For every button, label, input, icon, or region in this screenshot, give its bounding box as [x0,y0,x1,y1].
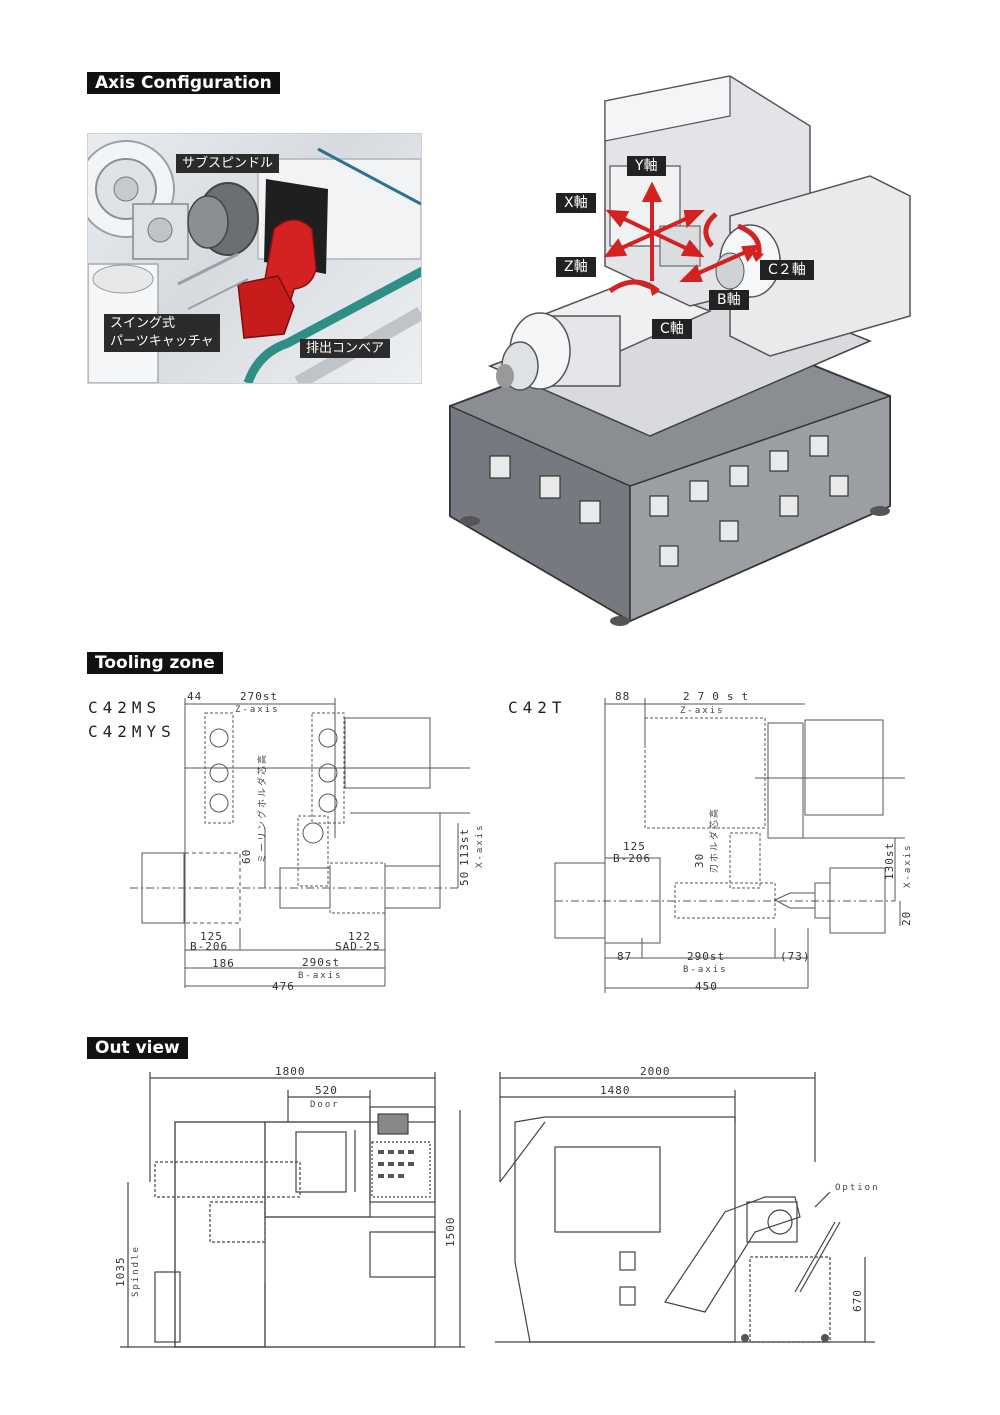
label-chip-conveyor: 排出コンベア [300,339,391,358]
dim-270st-right: 270st [683,690,756,703]
dim-60: 60 [240,849,253,864]
dim-50: 50 [458,871,471,886]
dim-450: 450 [695,980,718,993]
label-swing-parts-catcher-line1: スイング式 [110,316,176,331]
dim-670: 670 [851,1289,864,1312]
label-z-axis-left: Z-axis [235,705,280,715]
label-b-axis: B軸 [709,290,749,310]
label-sad25: SAD-25 [335,940,381,953]
dim-125-left: 125 [200,930,223,943]
model-c42ms: C42MS [88,698,162,717]
label-x-axis-right: X-axis [903,843,913,888]
dim-125-right: 125 [623,840,646,853]
model-c42mys: C42MYS [88,722,176,741]
dim-2000: 2000 [640,1065,671,1078]
label-y-axis: Y軸 [627,156,666,176]
dim-88: 88 [615,690,630,703]
label-x-axis-left: X-axis [475,823,485,868]
dim-290st-right: 290st [687,950,725,963]
label-b206-right: B-206 [613,852,651,865]
label-c2-axis: C２軸 [760,260,814,280]
out-view-side-drawing: 2000 1480 Option 670 [495,1065,880,1343]
label-option: Option [835,1183,880,1193]
sub-spindle-photo: サブスピンドル スイング式 パーツキャッチャ 排出コンベア [87,133,422,384]
label-z-axis: Z軸 [556,257,596,277]
dim-1800: 1800 [275,1065,306,1078]
dim-130st: 130st [883,842,896,880]
label-milling-holder-height: ミーリングホルダ芯高 [256,753,268,863]
label-swing-parts-catcher-line2: パーツキャッチャ [110,334,214,349]
dim-270st: 270st [240,690,278,703]
out-view-front-drawing: 1800 520 Door 1500 1035 Spindle [114,1065,465,1348]
label-x-axis: X軸 [556,193,596,213]
dim-1480: 1480 [600,1084,631,1097]
section-title-tooling-zone: Tooling zone [87,652,223,674]
label-b-axis-right: B-axis [683,965,728,975]
dim-186: 186 [212,957,235,970]
dim-476: 476 [272,980,295,993]
machine-isometric-drawing [449,75,911,626]
dim-20: 20 [900,911,913,926]
tooling-zone-drawing-c42t: 88 270st Z-axis 125 B-206 30 刃ホルダ芯高 130s… [554,690,913,993]
label-b206-left: B-206 [190,940,228,953]
label-b-axis-left: B-axis [298,971,343,981]
label-z-axis-right: Z-axis [680,706,725,716]
tooling-zone-drawing-c42ms: 44 270st Z-axis 60 ミーリングホルダ芯高 113st X-ax… [130,690,485,993]
dim-520: 520 [315,1084,338,1097]
dim-113st: 113st [458,828,471,866]
dim-1035: 1035 [114,1257,127,1288]
dim-73: (73) [780,950,811,963]
dim-30: 30 [693,853,706,868]
label-door: Door [310,1100,340,1110]
label-swing-parts-catcher: スイング式 パーツキャッチャ [104,314,220,352]
model-c42t: C42T [508,698,567,717]
dim-87: 87 [617,950,632,963]
dim-122: 122 [348,930,371,943]
section-title-out-view: Out view [87,1037,188,1059]
section-title-axis-configuration: Axis Configuration [87,72,280,94]
label-c-axis: C軸 [652,319,692,339]
label-spindle: Spindle [131,1245,141,1297]
label-sub-spindle: サブスピンドル [176,154,280,173]
dim-290st-left: 290st [302,956,340,969]
dim-1500: 1500 [444,1217,457,1248]
dim-44: 44 [187,690,202,703]
label-blade-holder-height: 刃ホルダ芯高 [708,807,720,873]
